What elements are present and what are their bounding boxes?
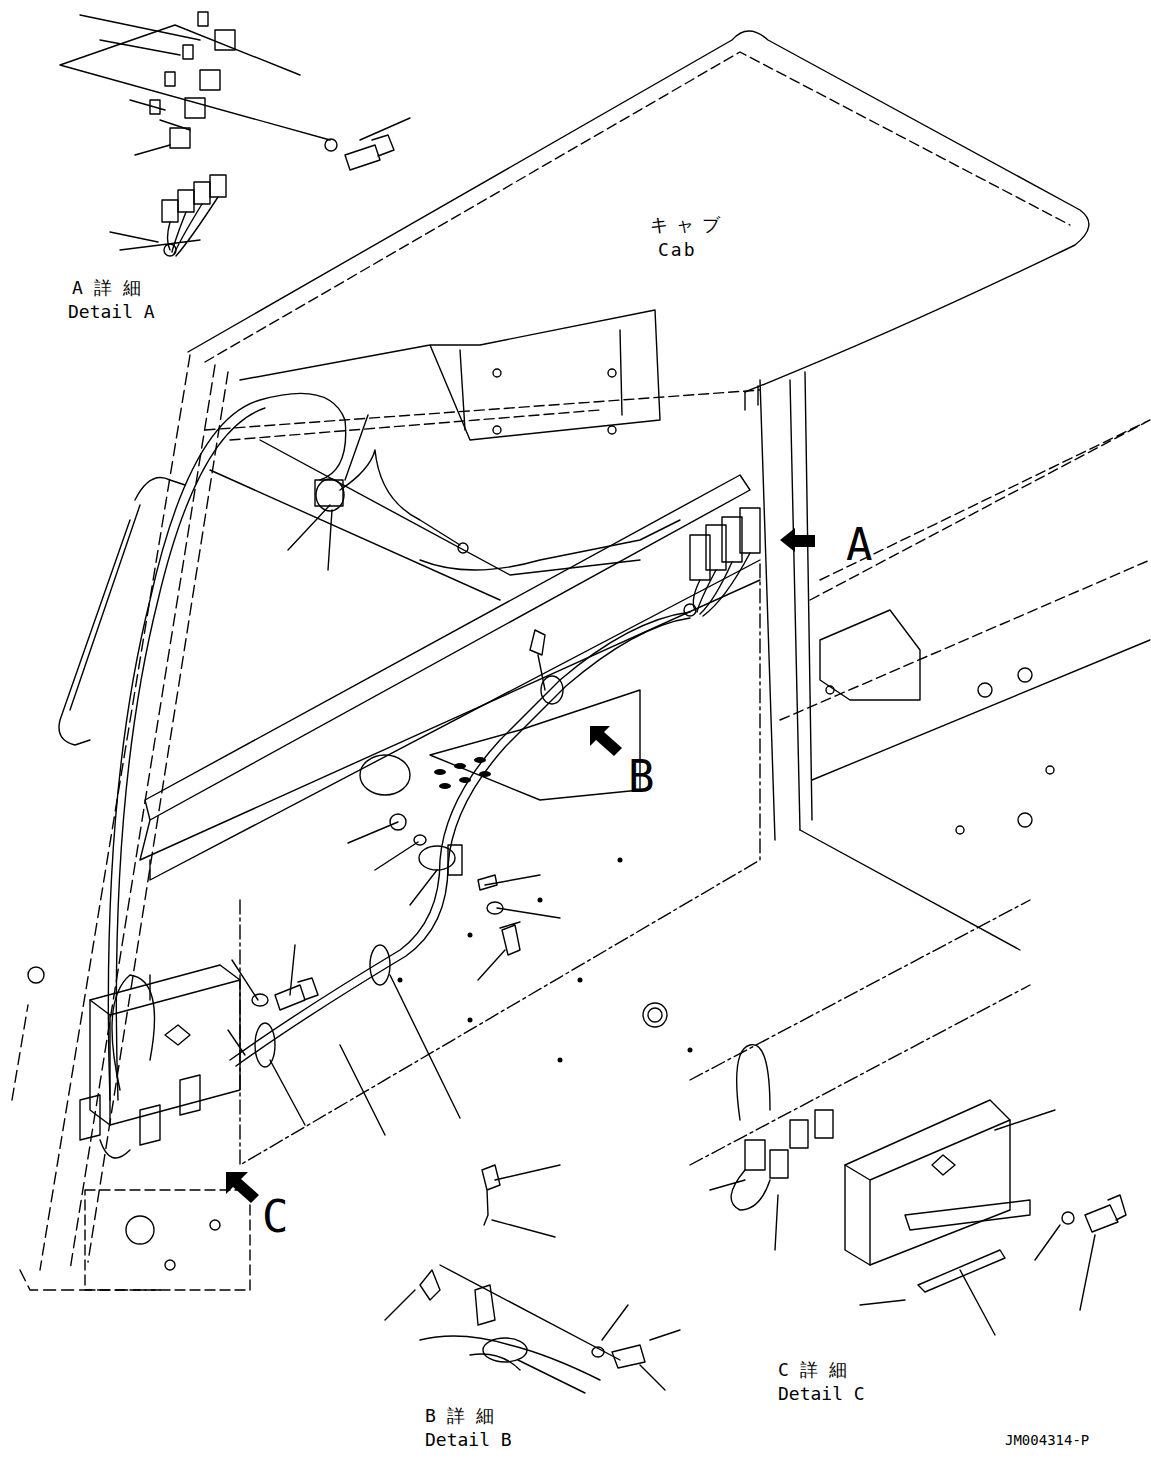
japanese-title: キャブ bbox=[650, 215, 728, 236]
detail-heading: Detail C bbox=[778, 1384, 865, 1405]
drawing-number: JM004314-P bbox=[1005, 1432, 1089, 1448]
detail-heading: C 詳 細 bbox=[778, 1360, 847, 1381]
view-letter: A bbox=[846, 520, 873, 571]
view-letter: B bbox=[628, 752, 655, 803]
detail-heading: Detail A bbox=[68, 302, 155, 323]
detail-heading: A 詳 細 bbox=[72, 278, 141, 299]
detail-heading: B 詳 細 bbox=[425, 1406, 494, 1427]
english-title: Cab bbox=[658, 240, 697, 261]
view-letter: C bbox=[262, 1192, 289, 1243]
detail-heading: Detail B bbox=[425, 1430, 512, 1451]
